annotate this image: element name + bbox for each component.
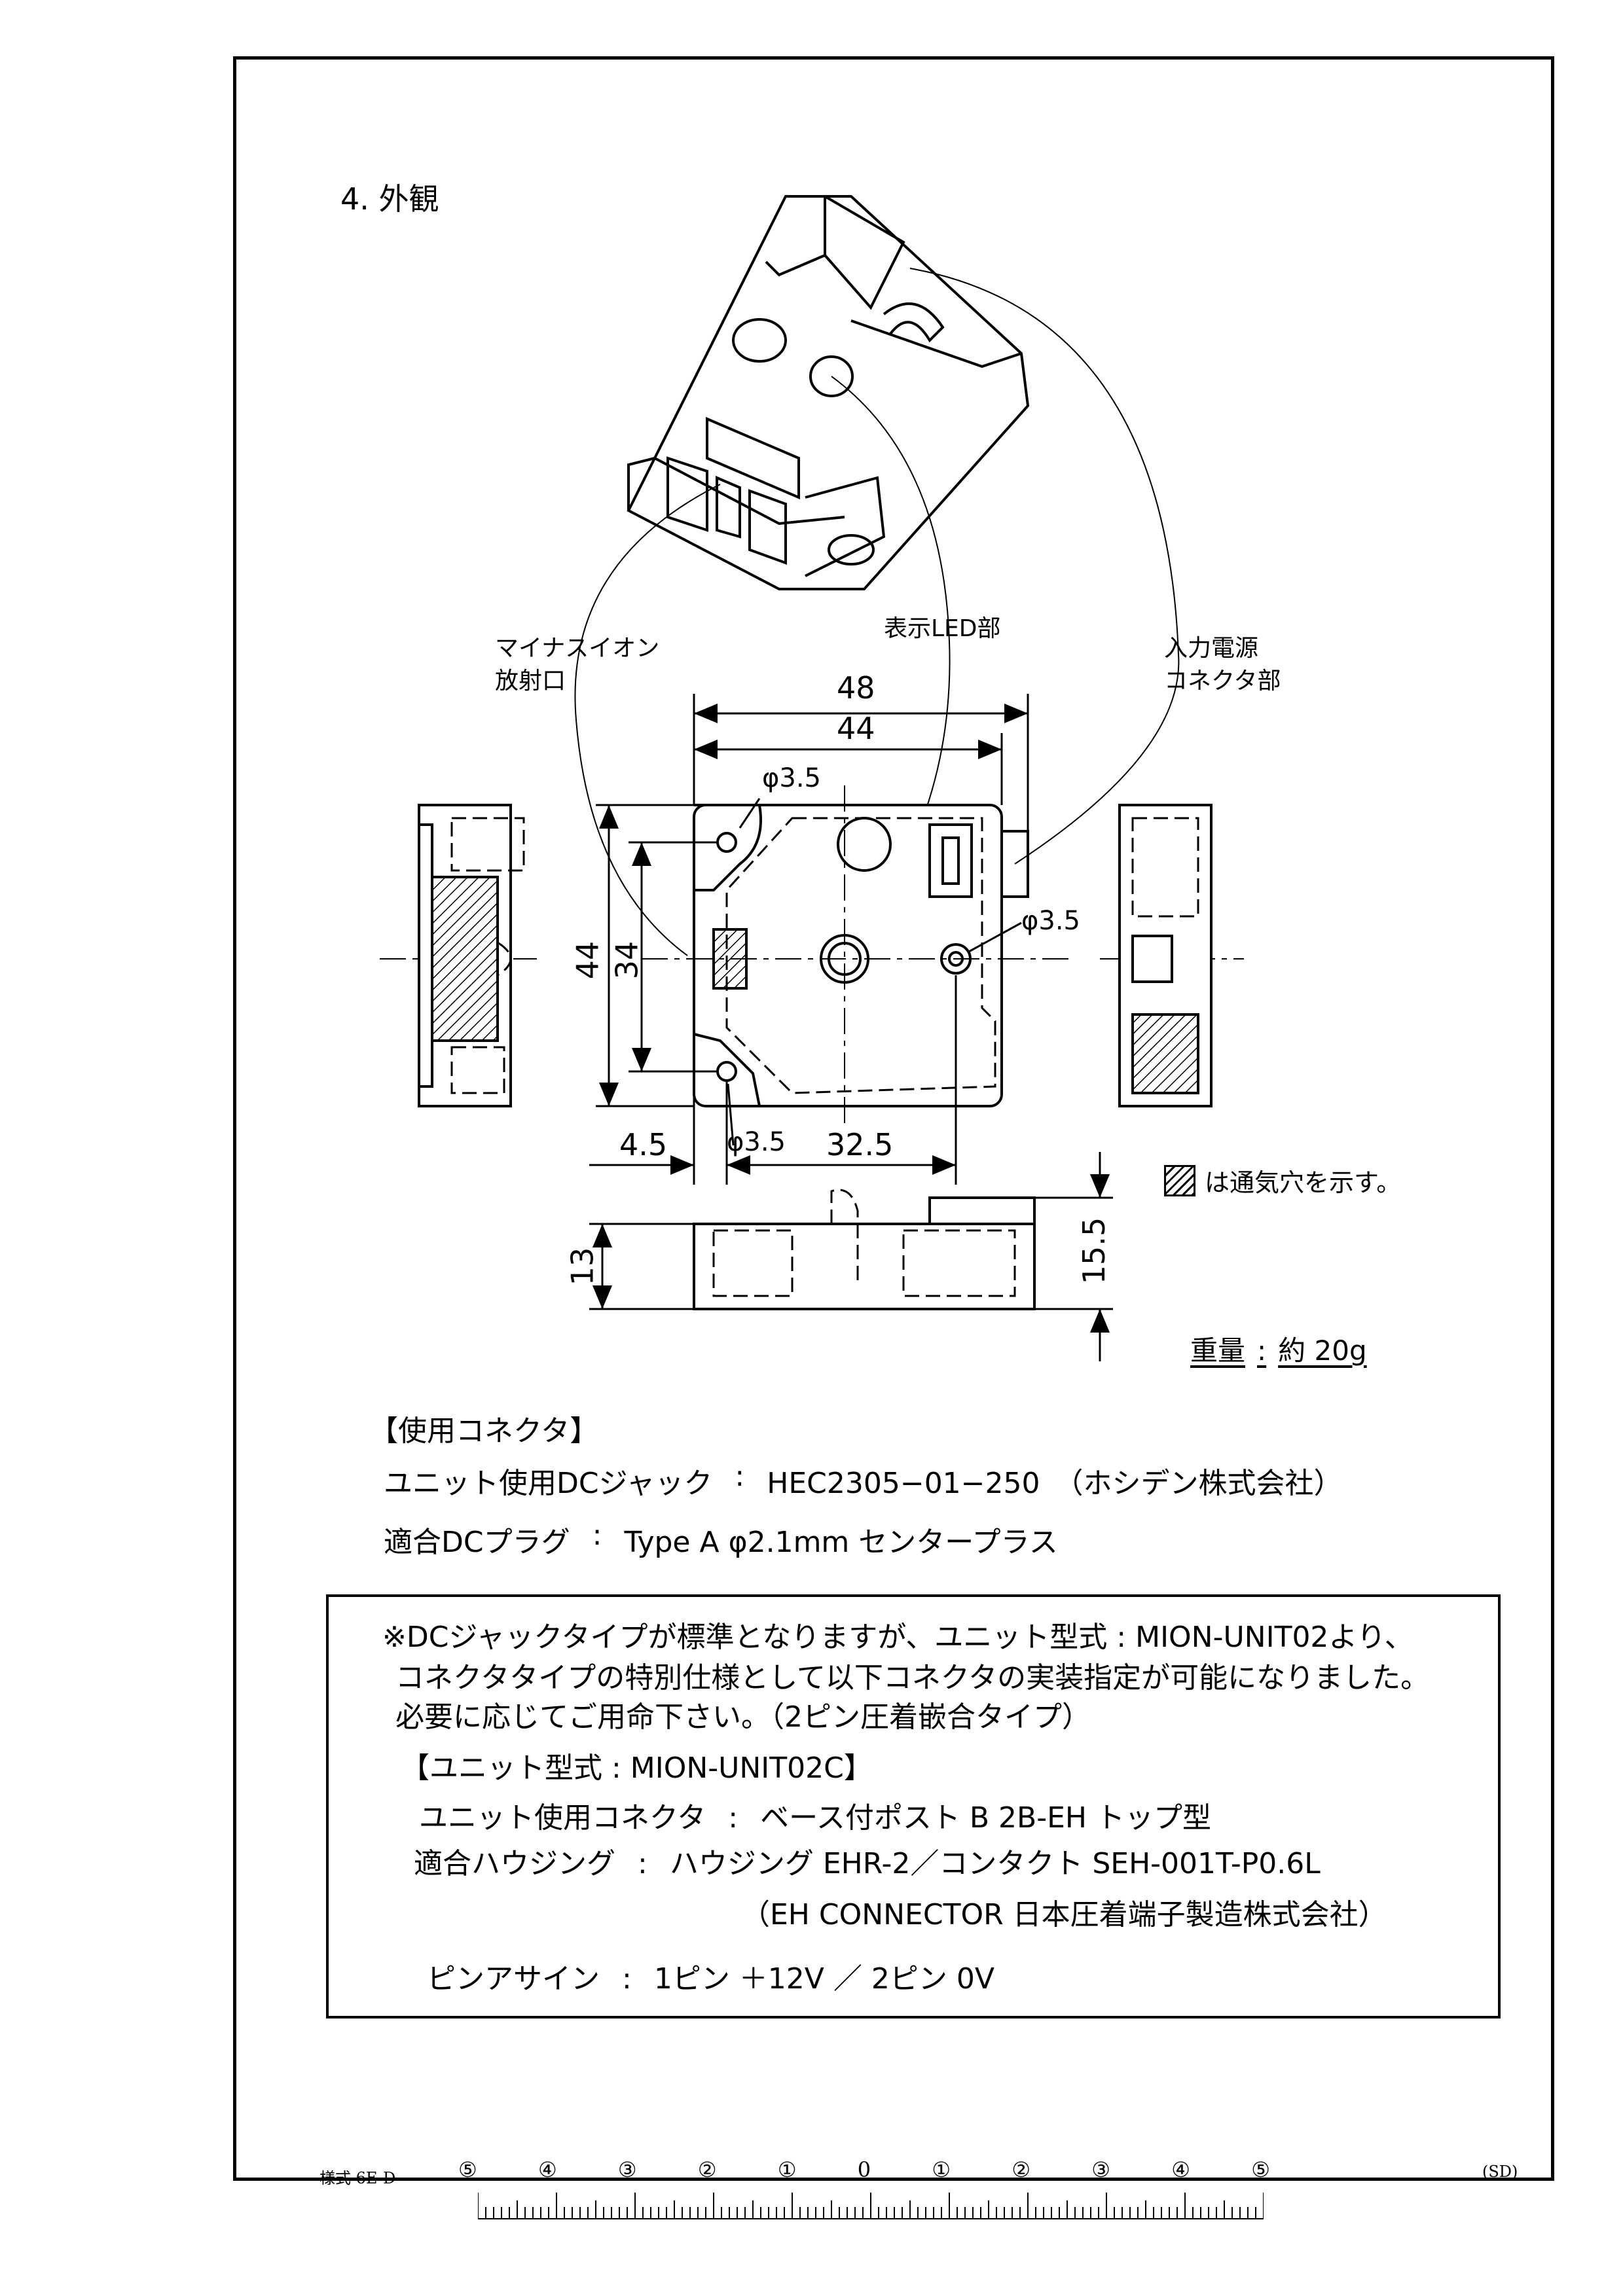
- callout-ion-port: マイナスイオン 放射口: [495, 632, 659, 698]
- note-line-2: コネクタタイプの特別仕様として以下コネクタの実装指定が可能になりました。: [395, 1661, 1430, 1695]
- right-side-view: [1118, 804, 1213, 1107]
- spec-row-value: ベース付ポスト B 2B-EH トップ型: [760, 1801, 1211, 1835]
- callout-power-line2: コネクタ部: [1164, 668, 1281, 694]
- dim-side-height: 13: [564, 1247, 600, 1286]
- scale-numbers: ⑤ ④ ③ ② ① 0 ① ② ③ ④ ⑤: [458, 2157, 1270, 2182]
- spec-row-label: ユニット使用DCジャック: [384, 1467, 713, 1500]
- note-row-housing: 適合ハウジング : ハウジング EHR-2／コンタクト SEH-001T-P0.…: [414, 1846, 1321, 1882]
- callout-ion-port-line1: マイナスイオン: [495, 635, 660, 662]
- note-row-connector: ユニット使用コネクタ : ベース付ポスト B 2B-EH トップ型: [419, 1800, 1211, 1837]
- spec-row-dc-plug: 適合DCプラグ : Type A φ2.1mm センタープラス: [384, 1518, 1058, 1560]
- spec-row-dc-jack: ユニット使用DCジャック : HEC2305−01−250 （ホシデン株式会社）: [384, 1460, 1343, 1501]
- weight-line: 重量: 約 20g: [1190, 1329, 1367, 1369]
- note-line-3: 必要に応じてご用命下さい。（2ピン圧着嵌合タイプ）: [395, 1700, 1091, 1734]
- note-line-1: ※DCジャックタイプが標準となりますが、ユニット型式 : MION-UNIT02…: [382, 1621, 1413, 1654]
- isometric-view: [627, 195, 1030, 590]
- plan-hidden-lines: [725, 817, 996, 1094]
- scale-mark: ③: [617, 2157, 637, 2182]
- dim-pitch: 32.5: [826, 1127, 894, 1162]
- weight-value: 約 20g: [1278, 1335, 1367, 1367]
- dim-total-height: 15.5: [1076, 1217, 1112, 1285]
- dim-height-outer: 44: [570, 941, 606, 980]
- scale-mark: ④: [1171, 2157, 1190, 2182]
- scale-mark: 0: [857, 2157, 871, 2182]
- note-maker: （EH CONNECTOR 日本圧着端子製造株式会社）: [741, 1898, 1387, 1931]
- callout-ion-port-line2: 放射口: [495, 668, 566, 694]
- scale-mark: ④: [538, 2157, 557, 2182]
- scale-mark: ②: [697, 2157, 717, 2182]
- dim-width-outer: 48: [837, 670, 875, 706]
- page-frame: [233, 56, 1554, 2181]
- spec-row-label: ピンアサイン: [427, 1962, 600, 1996]
- scale-mark: ⑤: [1251, 2157, 1270, 2182]
- ruler-scale: [478, 2193, 1264, 2219]
- dim-hole-right: φ3.5: [1021, 906, 1080, 936]
- callout-power: 入力電源 コネクタ部: [1164, 632, 1281, 698]
- plan-view: [693, 804, 1029, 1107]
- spec-row-label: 適合DCプラグ: [384, 1526, 570, 1559]
- scale-mark: ③: [1091, 2157, 1110, 2182]
- hatch-swatch: [1164, 1164, 1195, 1196]
- dim-hole-top: φ3.5: [762, 763, 821, 793]
- spec-row-value: 1ピン ＋12V ／ 2ピン 0V: [653, 1962, 994, 1996]
- spec-row-label: ユニット使用コネクタ: [419, 1801, 706, 1835]
- scale-mark: ②: [1012, 2157, 1031, 2182]
- callout-power-line1: 入力電源: [1164, 635, 1259, 662]
- dimension-lines: [589, 694, 1029, 1185]
- spec-row-value: ハウジング EHR-2／コンタクト SEH-001T-P0.6L: [669, 1847, 1321, 1880]
- sd-code: (SD): [1482, 2162, 1518, 2181]
- note-model-line: 【ユニット型式 : MION-UNIT02C】: [401, 1751, 873, 1785]
- spec-row-value: Type A φ2.1mm センタープラス: [624, 1526, 1058, 1559]
- section-heading: 4. 外観: [340, 181, 439, 217]
- scale-mark: ①: [777, 2157, 797, 2182]
- vent-legend: は通気穴を示す。: [1164, 1162, 1401, 1198]
- scale-mark: ①: [932, 2157, 951, 2182]
- weight-colon: :: [1257, 1335, 1267, 1367]
- dim-offset-left: 4.5: [619, 1127, 668, 1162]
- spec-row-colon: :: [592, 1518, 602, 1552]
- spec-row-label: 適合ハウジング: [414, 1847, 615, 1880]
- front-view: [693, 1196, 1036, 1310]
- scale-mark: ⑤: [458, 2157, 477, 2182]
- note-row-pins: ピンアサイン : 1ピン ＋12V ／ 2ピン 0V: [427, 1961, 994, 1998]
- dim-height-inner: 34: [609, 941, 645, 980]
- spec-row-colon: :: [728, 1801, 739, 1835]
- callout-led: 表示LED部: [884, 615, 1001, 642]
- spec-row-colon: :: [622, 1962, 632, 1996]
- dim-hole-bottom: φ3.5: [727, 1127, 786, 1157]
- connector-section-title: 【使用コネクタ】: [369, 1414, 599, 1448]
- spec-row-colon: :: [638, 1847, 647, 1880]
- dim-width-inner: 44: [837, 711, 875, 746]
- vent-legend-text: は通気穴を示す。: [1205, 1168, 1402, 1197]
- spec-row-colon: :: [735, 1460, 745, 1493]
- form-code: 様式 6E-D: [319, 2169, 396, 2187]
- special-spec-notebox: ※DCジャックタイプが標準となりますが、ユニット型式 : MION-UNIT02…: [326, 1594, 1501, 2018]
- spec-row-value: HEC2305−01−250 （ホシデン株式会社）: [767, 1467, 1343, 1500]
- weight-label: 重量: [1190, 1335, 1246, 1367]
- left-side-view: [418, 804, 512, 1107]
